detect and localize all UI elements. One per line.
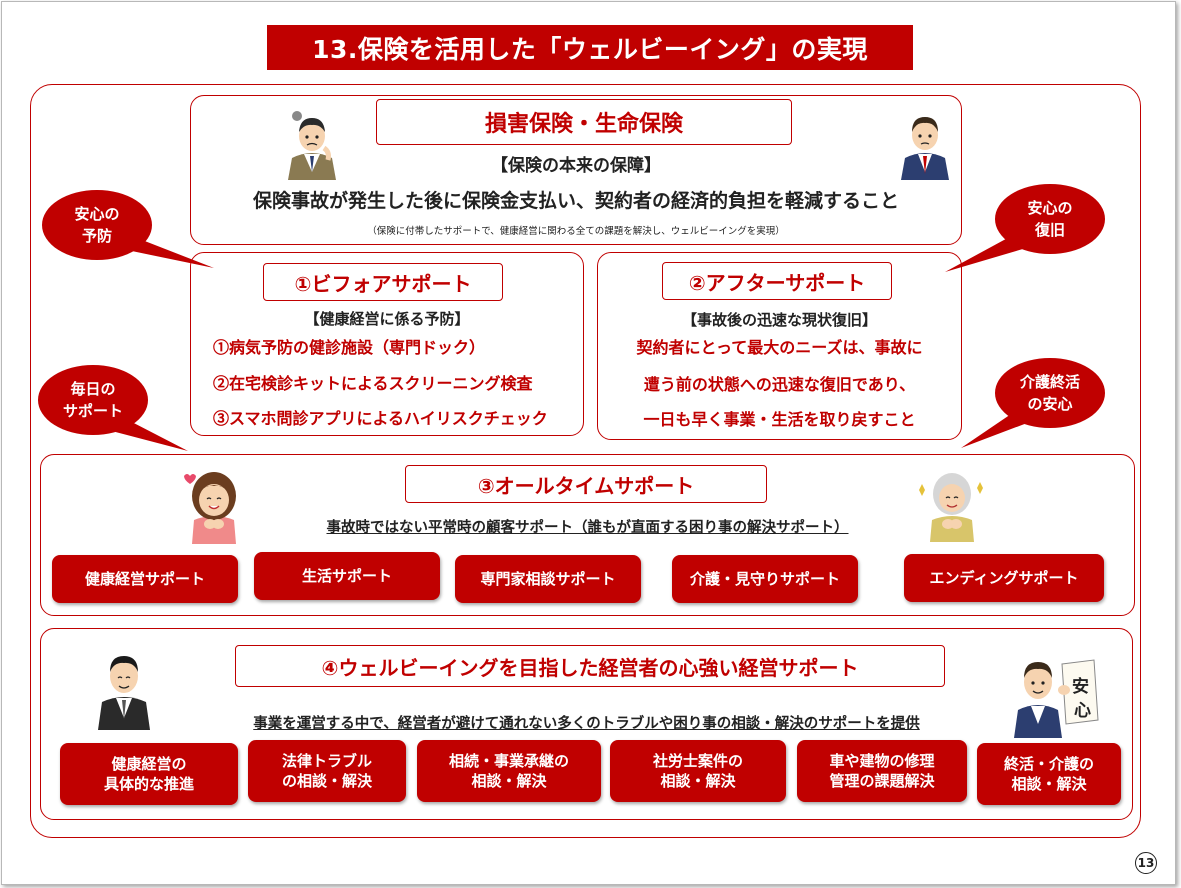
button-line: 具体的な推進: [103, 775, 194, 793]
manager-illustration: [94, 648, 154, 734]
before-support-item: ①病気予防の健診施設（専門ドック）: [213, 338, 486, 357]
worried-businessman-illustration: [282, 108, 342, 184]
insurance-note: （保険に付帯したサポートで、健康経営に関わる全ての課題を解決し、ウェルビーイング…: [367, 226, 785, 237]
after-support-line: 契約者にとって最大のニーズは、事故に: [636, 338, 923, 357]
before-support-item: ③スマホ問診アプリによるハイリスクチェック: [213, 409, 548, 428]
before-support-heading: ①ビフォアサポート: [263, 263, 503, 301]
before-support-item: ②在宅検診キットによるスクリーニング検査: [213, 374, 533, 393]
prevention-bubble-shape: [42, 190, 214, 268]
care-watch-support-button[interactable]: 介護・見守りサポート: [672, 555, 858, 603]
before-support-subheading: 【健康経営に係る予防】: [304, 310, 470, 328]
care-bubble: 介護終活の安心: [961, 358, 1105, 448]
management-support-subheading: 事業を運営する中で、経営者が避けて通れない多くのトラブルや困り事の相談・解決のサ…: [253, 716, 920, 732]
recovery-bubble-line: 復旧: [1034, 221, 1065, 239]
labor-consultant-button[interactable]: 社労士案件の相談・解決: [610, 740, 786, 802]
care-bubble-shape: [961, 358, 1105, 448]
ending-support-button[interactable]: エンディングサポート: [904, 554, 1104, 602]
button-line: 健康経営の: [111, 754, 187, 773]
recovery-bubble: 安心の復旧: [945, 184, 1105, 272]
health-management-promotion-button[interactable]: 健康経営の具体的な推進: [60, 743, 238, 805]
daily-bubble: 毎日のサポート: [38, 365, 188, 451]
prevention-bubble-line: 予防: [81, 227, 112, 245]
prevention-bubble-line: 安心の: [74, 204, 120, 223]
insurance-heading: 損害保険・生命保険: [376, 99, 792, 145]
care-bubble-line: 介護終活: [1019, 372, 1080, 391]
smiling-woman-illustration: [180, 462, 246, 548]
life-support-button[interactable]: 生活サポート: [254, 552, 440, 600]
button-line: 相談・解決: [471, 772, 547, 790]
prevention-bubble: 安心の予防: [42, 190, 214, 268]
button-line: 相談・解決: [1011, 775, 1087, 793]
businessman-illustration: [897, 108, 953, 184]
recovery-bubble-line: 安心の: [1027, 198, 1073, 217]
after-support-line: 遭う前の状態への迅速な復旧であり、: [643, 375, 916, 394]
sign-text: 心: [1074, 701, 1091, 721]
management-support-heading: ④ウェルビーイングを目指した経営者の心強い経営サポート: [235, 645, 945, 687]
care-bubble-line: の安心: [1027, 395, 1073, 413]
button-line: 車や建物の修理: [829, 751, 935, 770]
after-support-subheading: 【事故後の迅速な現状復旧】: [681, 311, 877, 329]
button-line: の相談・解決: [281, 772, 372, 790]
page-title: 13.保険を活用した「ウェルビーイング」の実現: [267, 25, 913, 70]
daily-bubble-line: サポート: [62, 402, 123, 420]
inheritance-succession-button[interactable]: 相続・事業承継の相談・解決: [417, 740, 601, 802]
insurance-subheading: 【保険の本来の保障】: [491, 156, 661, 176]
button-line: 管理の課題解決: [829, 772, 935, 790]
button-line: 相談・解決: [660, 772, 736, 790]
alltime-support-heading: ③オールタイムサポート: [405, 465, 767, 503]
recovery-bubble-shape: [945, 184, 1105, 272]
button-line: 法律トラブル: [281, 751, 372, 770]
daily-bubble-shape: [38, 365, 188, 451]
vehicle-building-repair-button[interactable]: 車や建物の修理管理の課題解決: [797, 740, 967, 802]
after-support-line: 一日も早く事業・生活を取り戻すこと: [643, 410, 916, 429]
elderly-woman-illustration: [916, 462, 986, 546]
alltime-support-subheading: 事故時ではない平常時の顧客サポート（誰もが直面する困り事の解決サポート）: [326, 520, 849, 536]
button-line: 相続・事業承継の: [448, 751, 569, 770]
insurance-main-text: 保険事故が発生した後に保険金支払い、契約者の経済的負担を軽減すること: [252, 190, 899, 212]
legal-trouble-button[interactable]: 法律トラブルの相談・解決: [248, 740, 406, 802]
expert-consultation-support-button[interactable]: 専門家相談サポート: [455, 555, 641, 603]
after-support-heading: ②アフターサポート: [662, 262, 892, 300]
businessman-with-sign-illustration: 安 心: [1012, 650, 1102, 742]
health-management-support-button[interactable]: 健康経営サポート: [52, 555, 238, 603]
daily-bubble-line: 毎日の: [70, 379, 116, 398]
page-number: 13: [1135, 852, 1157, 874]
button-line: 社労士案件の: [652, 751, 743, 770]
sign-text: 安: [1072, 677, 1089, 697]
button-line: 終活・介護の: [1003, 754, 1094, 773]
end-of-life-care-button[interactable]: 終活・介護の相談・解決: [977, 743, 1121, 805]
